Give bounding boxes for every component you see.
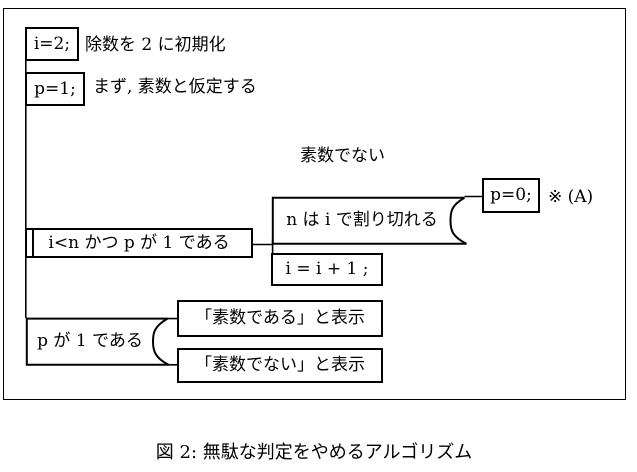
node-init-divisor-label: i=2; bbox=[33, 33, 71, 54]
diagram-frame bbox=[3, 8, 626, 400]
node-final-test: p が 1 である bbox=[27, 318, 153, 365]
node-divisible-test: n は i で割り切れる bbox=[273, 197, 451, 244]
node-init-flag: p=1; bbox=[25, 72, 85, 106]
comment-init-flag: まず, 素数と仮定する bbox=[93, 76, 257, 97]
node-show-prime-label: 「素数である」と表示 bbox=[195, 308, 365, 328]
node-init-flag-label: p=1; bbox=[34, 78, 76, 99]
node-loop-condition: i<n かつ p が 1 である bbox=[25, 228, 253, 258]
branch-label-not-prime: 素数でない bbox=[300, 145, 385, 166]
node-divisible-test-label: n は i で割り切れる bbox=[286, 210, 438, 230]
loop-double-edge bbox=[32, 230, 34, 256]
annotation-a: ※ (A) bbox=[548, 186, 594, 207]
node-show-not-prime: 「素数でない」と表示 bbox=[177, 348, 383, 383]
node-final-test-label: p が 1 である bbox=[37, 331, 143, 351]
node-set-flag-zero-label: p=0; bbox=[490, 185, 532, 205]
node-show-prime: 「素数である」と表示 bbox=[177, 300, 383, 337]
node-set-flag-zero: p=0; bbox=[482, 178, 540, 213]
figure-caption: 図 2: 無駄な判定をやめるアルゴリズム bbox=[155, 442, 473, 463]
comment-init-divisor: 除数を 2 に初期化 bbox=[85, 34, 226, 55]
node-show-not-prime-label: 「素数でない」と表示 bbox=[195, 355, 365, 375]
node-increment-label: i = i + 1 ; bbox=[285, 259, 369, 279]
node-increment: i = i + 1 ; bbox=[271, 253, 383, 286]
node-init-divisor: i=2; bbox=[25, 27, 79, 61]
node-loop-condition-label: i<n かつ p が 1 である bbox=[48, 232, 230, 253]
